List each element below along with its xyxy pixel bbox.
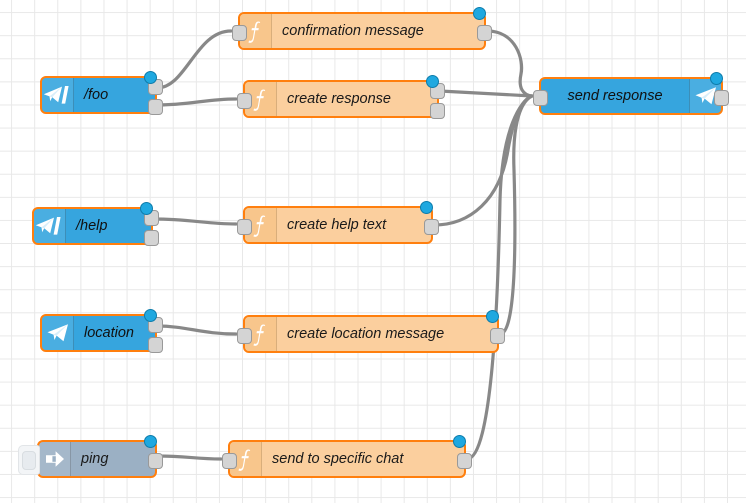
node-status-dot bbox=[473, 7, 486, 20]
node-output-port-2[interactable] bbox=[144, 230, 159, 246]
node-help-command[interactable]: /help bbox=[32, 202, 159, 246]
node-output-port-1[interactable] bbox=[424, 219, 439, 235]
node-output-port-2[interactable] bbox=[148, 99, 163, 115]
telegram-command-icon-container bbox=[34, 209, 66, 243]
function-icon bbox=[252, 324, 265, 346]
node-body: /help bbox=[34, 209, 151, 243]
function-icon-container bbox=[245, 317, 277, 351]
node-body: location bbox=[42, 316, 155, 350]
inject-trigger-button-inner bbox=[22, 451, 36, 470]
wire-location-message-to-send-response[interactable] bbox=[498, 94, 534, 336]
node-body: create response bbox=[245, 82, 437, 116]
wire-confirmation-to-send-response[interactable] bbox=[485, 29, 534, 98]
telegram-icon bbox=[695, 87, 716, 105]
wire-location-to-location-message[interactable] bbox=[155, 324, 238, 336]
node-body: /foo bbox=[42, 78, 155, 112]
node-output-port-1[interactable] bbox=[457, 453, 472, 469]
node-label: create response bbox=[287, 91, 391, 107]
node-label: send to specific chat bbox=[272, 451, 404, 467]
node-output-port-1[interactable] bbox=[477, 25, 492, 41]
node-status-dot bbox=[426, 75, 439, 88]
node-label: location bbox=[84, 325, 134, 341]
wire-ping-to-specific-chat[interactable] bbox=[155, 454, 223, 461]
node-output-port-2[interactable] bbox=[430, 103, 445, 119]
node-body: send response bbox=[541, 79, 721, 113]
node-output-port-2[interactable] bbox=[148, 337, 163, 353]
node-input-port[interactable] bbox=[237, 328, 252, 344]
wire-help-text-to-send-response[interactable] bbox=[432, 94, 534, 227]
node-status-dot bbox=[486, 310, 499, 323]
node-create-response[interactable]: create response bbox=[237, 75, 445, 119]
node-foo-command[interactable]: /foo bbox=[40, 71, 163, 115]
inject-trigger-button[interactable] bbox=[18, 445, 40, 475]
node-status-dot bbox=[144, 71, 157, 84]
node-label: send response bbox=[567, 88, 663, 104]
node-input-port[interactable] bbox=[232, 25, 247, 41]
node-output-port-1[interactable] bbox=[490, 328, 505, 344]
node-label: ping bbox=[81, 451, 109, 467]
inject-arrow-icon-container bbox=[39, 442, 71, 476]
node-status-dot bbox=[144, 309, 157, 322]
node-status-dot bbox=[140, 202, 153, 215]
node-status-dot bbox=[144, 435, 157, 448]
node-label: /foo bbox=[84, 87, 109, 103]
node-status-dot bbox=[420, 201, 433, 214]
wire-help-command-to-help-text[interactable] bbox=[151, 217, 238, 226]
function-icon bbox=[247, 21, 260, 43]
node-body: ping bbox=[39, 442, 155, 476]
node-status-dot bbox=[710, 72, 723, 85]
node-send-response[interactable]: send response bbox=[533, 72, 729, 115]
telegram-icon-container bbox=[42, 316, 74, 350]
node-input-port[interactable] bbox=[237, 219, 252, 235]
node-body: create help text bbox=[245, 208, 431, 242]
node-label: create location message bbox=[287, 326, 445, 342]
telegram-command-icon bbox=[35, 217, 61, 235]
node-label: confirmation message bbox=[282, 23, 424, 39]
node-label: /help bbox=[76, 218, 108, 234]
node-output-port-1[interactable] bbox=[148, 453, 163, 469]
wire-create-response-out1-to-send-response[interactable] bbox=[438, 89, 534, 98]
function-icon bbox=[252, 215, 265, 237]
node-confirmation-message[interactable]: confirmation message bbox=[232, 7, 492, 50]
node-output-port-1[interactable] bbox=[714, 90, 729, 106]
node-ping-inject[interactable]: ping bbox=[18, 435, 163, 478]
node-send-to-specific-chat[interactable]: send to specific chat bbox=[222, 435, 472, 478]
telegram-command-icon-container bbox=[42, 78, 74, 112]
node-body: confirmation message bbox=[240, 14, 484, 48]
node-status-dot bbox=[453, 435, 466, 448]
inject-arrow-icon bbox=[45, 451, 64, 467]
node-location-event[interactable]: location bbox=[40, 309, 163, 353]
telegram-command-icon bbox=[43, 86, 69, 104]
node-create-location-message[interactable]: create location message bbox=[237, 310, 505, 353]
telegram-icon bbox=[47, 324, 68, 342]
wire-foo-out2-to-create-response[interactable] bbox=[155, 97, 238, 107]
node-input-port[interactable] bbox=[533, 90, 548, 106]
node-body: create location message bbox=[245, 317, 497, 351]
function-icon bbox=[252, 89, 265, 111]
wire-specific-chat-to-send-response[interactable] bbox=[465, 94, 534, 461]
node-input-port[interactable] bbox=[222, 453, 237, 469]
node-input-port[interactable] bbox=[237, 93, 252, 109]
function-icon bbox=[237, 449, 250, 471]
node-create-help-text[interactable]: create help text bbox=[237, 201, 439, 244]
node-label: create help text bbox=[287, 217, 387, 233]
node-body: send to specific chat bbox=[230, 442, 464, 476]
wire-foo-out1-to-confirmation[interactable] bbox=[155, 29, 233, 90]
